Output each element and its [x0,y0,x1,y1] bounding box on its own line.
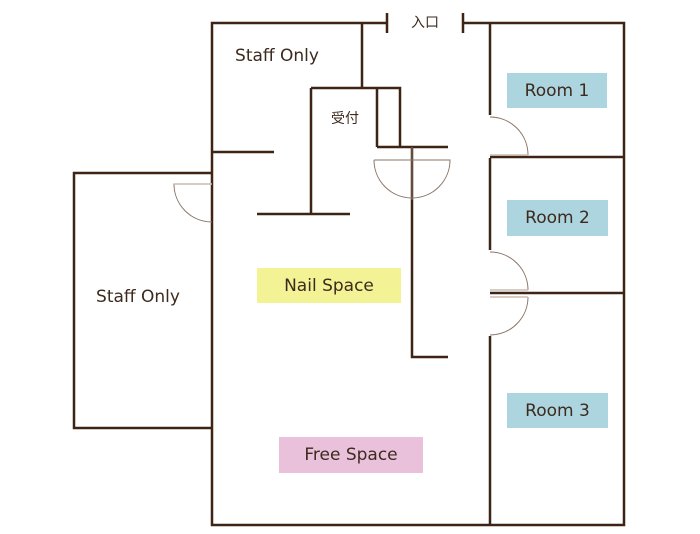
nail-space-label: Nail Space [257,268,401,303]
room3-label: Room 3 [507,393,608,428]
entrance-markers [385,13,465,33]
reception-walls [257,23,448,359]
room1-label: Room 1 [507,73,607,108]
staff-only-top-label: Staff Only [235,46,319,66]
free-space-label: Free Space [279,437,423,473]
outer-wall [210,21,626,527]
staff-only-left-label: Staff Only [96,287,180,307]
entrance-label: 入口 [411,15,439,31]
left-staff-room [72,171,212,430]
room-walls [488,23,624,525]
door-swings [173,116,529,336]
reception-label: 受付 [331,111,359,127]
room2-label: Room 2 [507,200,608,236]
